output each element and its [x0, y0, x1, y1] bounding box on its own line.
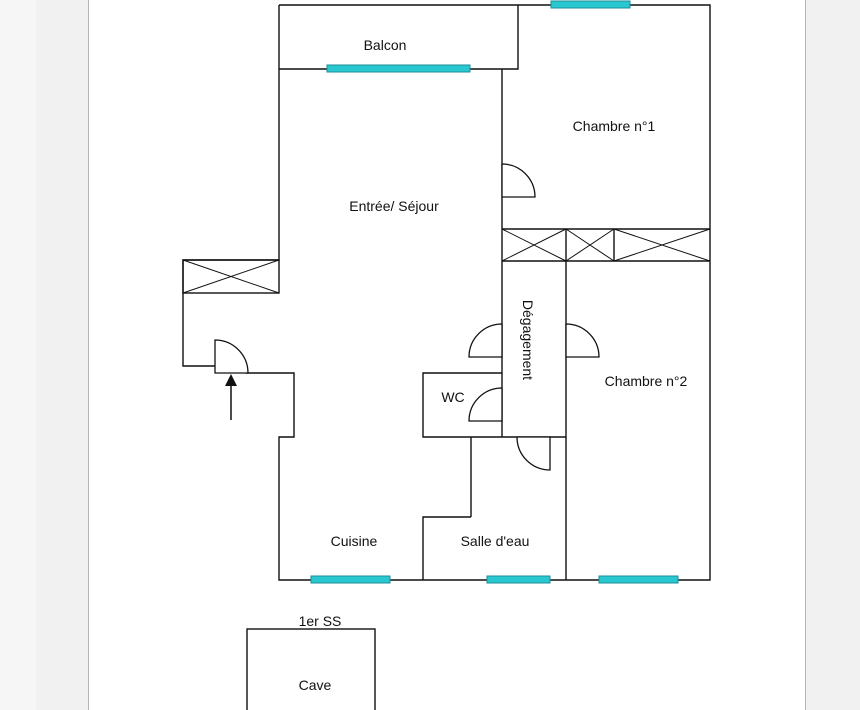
- room-label-sejour: Entrée/ Séjour: [349, 198, 439, 214]
- room-label-salle-eau: Salle d'eau: [461, 533, 530, 549]
- door-salle-eau: [516, 436, 551, 471]
- level-label: 1er SS: [299, 613, 342, 629]
- walls: [182, 4, 711, 710]
- room-label-chambre2: Chambre n°2: [605, 373, 688, 389]
- room-label-degagement: Dégagement: [520, 300, 536, 380]
- window-chambre2: [598, 575, 679, 584]
- window-chambre1: [550, 0, 631, 9]
- closet-crosses: [182, 228, 711, 294]
- door-entry: [214, 339, 249, 374]
- room-label-cuisine: Cuisine: [331, 533, 378, 549]
- room-label-balcon: Balcon: [364, 37, 407, 53]
- windows: [310, 0, 679, 584]
- wall-cuisine-salle-eau: [422, 516, 471, 580]
- window-balcon: [326, 64, 471, 73]
- document-page: [88, 0, 806, 710]
- door-chambre2: [565, 323, 600, 358]
- window-salle-eau: [486, 575, 551, 584]
- door-degagement-left: [468, 323, 503, 358]
- window-cuisine: [310, 575, 391, 584]
- background-edge: [0, 0, 36, 710]
- room-label-cave: Cave: [299, 677, 332, 693]
- room-label-chambre1: Chambre n°1: [573, 118, 656, 134]
- wc-wall: [422, 372, 566, 438]
- cave-box: [246, 628, 376, 710]
- entry-arrow-icon: [225, 374, 237, 420]
- room-label-wc: WC: [441, 389, 464, 405]
- doors: [214, 163, 600, 471]
- door-chambre1: [501, 163, 536, 198]
- door-wc: [468, 387, 503, 422]
- entry-closet: [182, 259, 280, 294]
